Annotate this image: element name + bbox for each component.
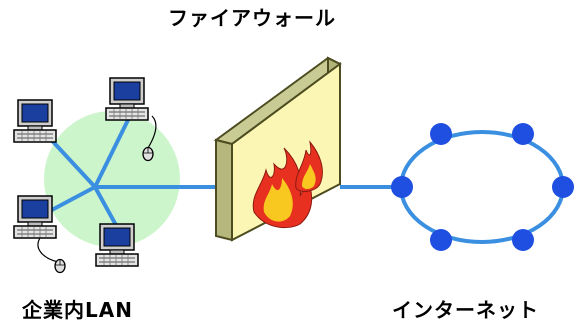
- internet-node: [552, 176, 574, 198]
- internet-nodes: [391, 123, 574, 251]
- internet-node: [391, 176, 413, 198]
- computer-icon: [13, 99, 57, 143]
- computer-icon: [95, 223, 139, 267]
- lan-links: [42, 118, 224, 238]
- lan-area: [44, 111, 180, 247]
- internet-node: [512, 123, 534, 145]
- internet-node: [512, 229, 534, 251]
- internet-ring: [399, 130, 565, 244]
- mouse-icon: [37, 237, 66, 274]
- mouse-icon: [142, 115, 157, 162]
- internet-label: インターネット: [392, 298, 539, 322]
- computer-icon: [13, 195, 57, 239]
- computer-icon: [105, 77, 149, 121]
- internet-node: [430, 229, 452, 251]
- internet-node: [430, 123, 452, 145]
- firewall-label: ファイアウォール: [168, 6, 336, 30]
- lan-label: 企業内LAN: [22, 298, 133, 322]
- flame-icon: [252, 140, 323, 229]
